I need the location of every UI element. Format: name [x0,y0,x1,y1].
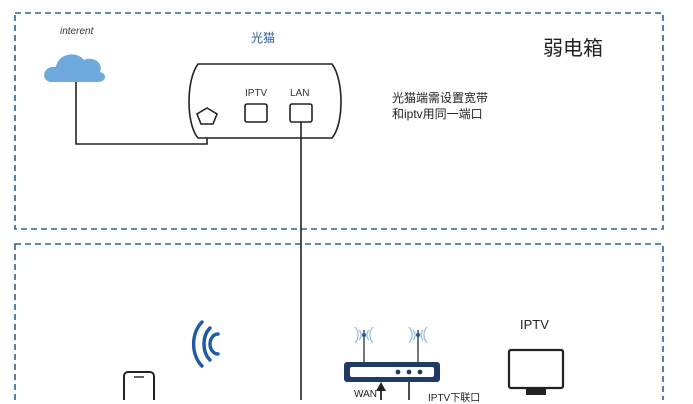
router-port-strip [350,367,434,377]
tv-icon [507,348,565,395]
phone-icon [123,371,155,400]
cloud-to-modem-line [75,82,208,145]
wifi-icon [191,320,220,368]
modem-lan-port-label: LAN [290,88,310,99]
cloud-icon [44,54,106,82]
modem-title: 光猫 [251,31,276,45]
router-led [417,369,423,375]
modem-iptv-port-label: IPTV [245,88,268,99]
modem-note-line2: 和iptv用同一端口 [392,107,483,121]
router-wan-label: WAN [354,389,377,400]
tv-label: IPTV [520,317,549,332]
router-led [406,369,412,375]
modem-iptv-port [244,103,268,123]
home-dashed-box [14,243,664,400]
cabinet-dashed-box [14,12,664,230]
modem-lan-port [289,103,313,123]
optical-port-icon [196,107,218,125]
cabinet-label: 弱电箱 [543,38,603,60]
modem-note-line1: 光猫端需设置宽带 [392,91,489,105]
modem-body [188,63,342,139]
router-uplink-arrow [376,382,386,400]
router-antenna-left-icon [354,326,374,362]
router-iptv-port-label: IPTV下联口 [428,393,481,404]
router-led [395,369,401,375]
router-antenna-right-icon [408,326,428,362]
internet-label: interent [60,26,94,37]
